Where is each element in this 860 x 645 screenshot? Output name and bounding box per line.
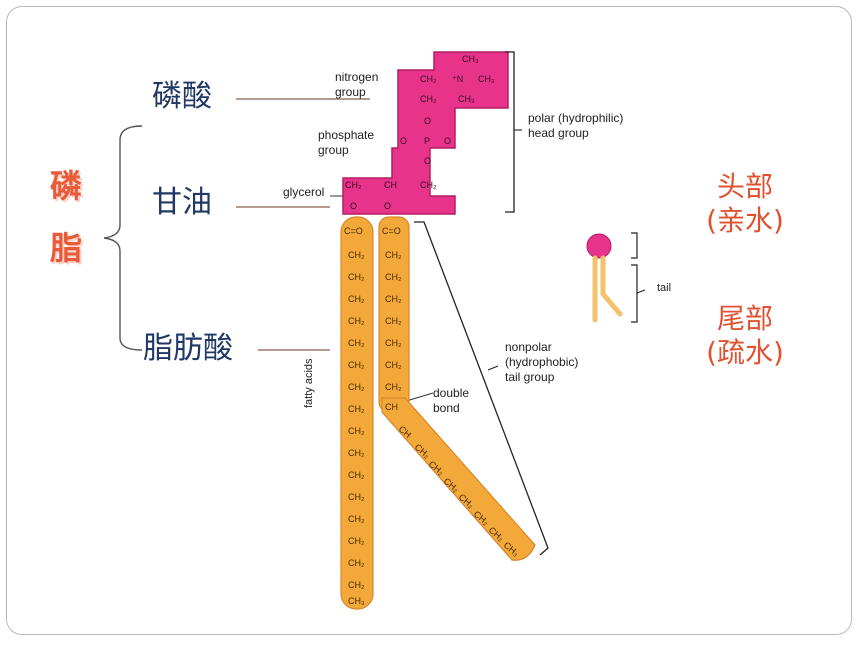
head-group-shape [342,51,509,215]
ch2-t4: CH₂ [348,316,365,326]
ch2-t16: CH₂ [348,580,365,590]
ch2-u5: CH₂ [385,338,402,348]
polar-head-label: polar (hydrophilic) head group [528,111,623,141]
ch2-t7: CH₂ [348,382,365,392]
fatty-acid-tail-1 [340,216,374,610]
ch2-u4: CH₂ [385,316,402,326]
ch2-u7: CH₂ [385,382,402,392]
tail-chemistry: C=O C=O CH₂ CH₂ CH₂ CH₂ CH₂ CH₂ CH₂ CH₂ … [344,226,521,606]
double-bond-line2: bond [433,401,460,415]
nitrogen-group-line2: group [335,85,366,99]
ch3-top: CH₃ [462,54,479,64]
phosphoric-acid-label: 磷酸 [152,79,212,114]
ch2-u1: CH₂ [385,250,402,260]
tail-label-line2: (疏水) [706,335,784,369]
nonpolar-tail-label: nonpolar (hydrophobic) tail group [505,340,578,385]
ch2-glycerol-2: CH₂ [420,180,437,190]
ch2-t15: CH₂ [348,558,365,568]
ch2-t11: CH₂ [348,470,365,480]
o-glycerol-2: O [384,201,391,211]
ch2-head-2: CH₂ [420,94,437,104]
nitrogen-group-line1: nitrogen [335,70,379,84]
ch2-t5: CH₂ [348,338,365,348]
mini-tail-tick [636,289,646,294]
double-bond-line1: double [433,386,470,400]
tail-label: 尾部 (疏水) [700,302,790,369]
co-tail-2: C=O [382,226,401,236]
phosphate-group-label: phosphate group [318,128,374,158]
tail-bracket [414,221,549,556]
phospholipid-char-1: 磷 [50,167,83,205]
ch2-t6: CH₂ [348,360,365,370]
ch2-t3: CH₂ [348,294,365,304]
ch2-u6: CH₂ [385,360,402,370]
tail-bracket-tick [487,365,499,371]
ch2-t1: CH₂ [348,250,365,260]
glycerol-cn-label: 甘油 [152,185,212,220]
p-atom: P [424,136,430,146]
glycerol-label: glycerol [283,185,325,199]
ch2-t10: CH₂ [348,448,365,458]
mini-head-circle [586,233,612,259]
nitrogen-group-label: nitrogen group [335,70,378,100]
nonpolar-tail-line2: (hydrophobic) [505,355,579,369]
ch2-head-1: CH₂ [420,74,437,84]
ch2-t13: CH₂ [348,514,365,524]
o-minus: O [444,136,451,146]
head-label-line2: (亲水) [706,203,784,237]
fatty-acid-cn-label: 脂肪酸 [143,331,233,366]
ch2-glycerol-1: CH₂ [345,180,362,190]
o-head-2: O [424,156,431,166]
phosphate-group-line1: phosphate [318,128,375,142]
ch2-t9: CH₂ [348,426,365,436]
nonpolar-tail-line3: tail group [505,370,555,384]
polar-head-line1: polar (hydrophilic) [528,111,624,125]
head-chemistry: CH₃ CH₂ ⁺N CH₃ CH₃ CH₂ O O P O O CH₂ CH … [345,54,495,211]
ch3-bottom: CH₃ [458,94,475,104]
o-double: O [400,136,407,146]
tail-label-line1: 尾部 [716,302,773,335]
double-bond-label: double bond [433,386,469,416]
mini-tail-bracket [631,264,638,323]
ch3-t-end: CH₃ [348,596,365,606]
ch2-u2: CH₂ [385,272,402,282]
n-plus: ⁺N [452,74,463,84]
polar-head-line2: head group [528,126,589,140]
ch3-right: CH₃ [478,74,495,84]
head-label-line1: 头部 [716,170,773,203]
o-glycerol-1: O [350,201,357,211]
mini-tail-2 [600,255,623,317]
o-head-1: O [424,116,431,126]
ch-glycerol: CH [384,180,397,190]
tail-small-label: tail [657,282,672,294]
phospholipid-char-2: 脂 [50,229,83,267]
head-label: 头部 (亲水) [700,170,790,237]
ch-u8: CH [385,402,398,412]
co-tail-1: C=O [344,226,363,236]
ch2-t14: CH₂ [348,536,365,546]
phospholipid-brace [103,125,143,351]
mini-head-bracket [631,232,638,259]
nonpolar-tail-line1: nonpolar [505,340,552,354]
phosphate-group-line2: group [318,143,349,157]
ch2-t2: CH₂ [348,272,365,282]
ch2-t12: CH₂ [348,492,365,502]
fatty-acid-tail-2-kinked [381,397,536,561]
head-bracket [505,51,515,213]
ch2-u3: CH₂ [385,294,402,304]
ch2-t8: CH₂ [348,404,365,414]
slide-frame [6,6,852,635]
